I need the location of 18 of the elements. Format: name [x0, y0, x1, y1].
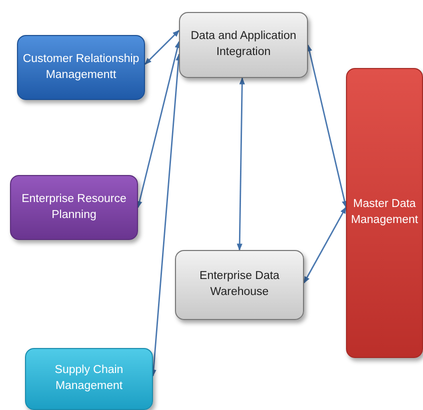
process-box — [346, 68, 423, 358]
process-box — [175, 250, 304, 320]
process-box — [179, 12, 308, 78]
arrow — [144, 30, 180, 65]
box-label: Master Data Management — [350, 197, 420, 228]
arrow — [136, 41, 180, 208]
arrow — [150, 54, 182, 377]
arrow — [306, 44, 348, 208]
box-label: Customer Relationship Managementt — [22, 52, 140, 82]
box-label: Data and Application Integration — [190, 29, 298, 60]
process-box — [10, 175, 138, 240]
box-label: Enterprise Data Warehouse — [198, 269, 280, 300]
arrow — [236, 77, 245, 251]
arrow — [303, 206, 347, 284]
process-box — [25, 348, 153, 410]
box-label: Supply Chain Management — [54, 363, 124, 394]
box-label: Enterprise Resource Planning — [20, 192, 128, 222]
process-box — [17, 35, 145, 100]
